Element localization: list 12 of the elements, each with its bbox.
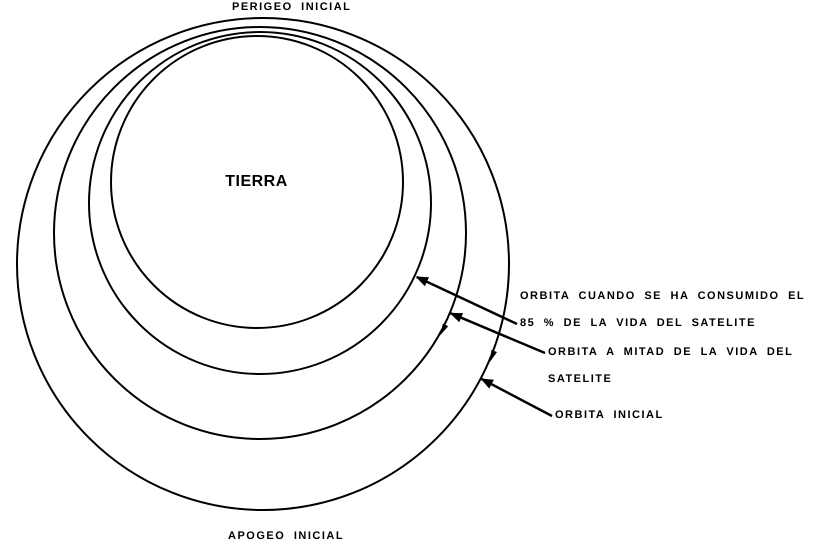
apsis-label: APOGEO INICIAL — [228, 529, 344, 544]
orbit-circle — [16, 17, 510, 511]
orbit-circle — [52, 26, 466, 440]
leader-line — [450, 312, 546, 354]
earth-circle: TIERRA — [110, 34, 404, 328]
orbit-label: ORBITA INICIAL — [555, 402, 755, 429]
leader-line — [480, 378, 553, 418]
orbit-label: ORBITA A MITAD DE LA VIDA DEL SATELITE — [548, 339, 818, 393]
leader-line — [416, 276, 518, 326]
orbit-label: ORBITA CUANDO SE HA CONSUMIDO EL 85 % DE LA VIDA DEL SATELITE — [520, 283, 820, 337]
orbit-circle — [88, 31, 432, 375]
apsis-label: PERIGEO INICIAL — [232, 0, 352, 15]
